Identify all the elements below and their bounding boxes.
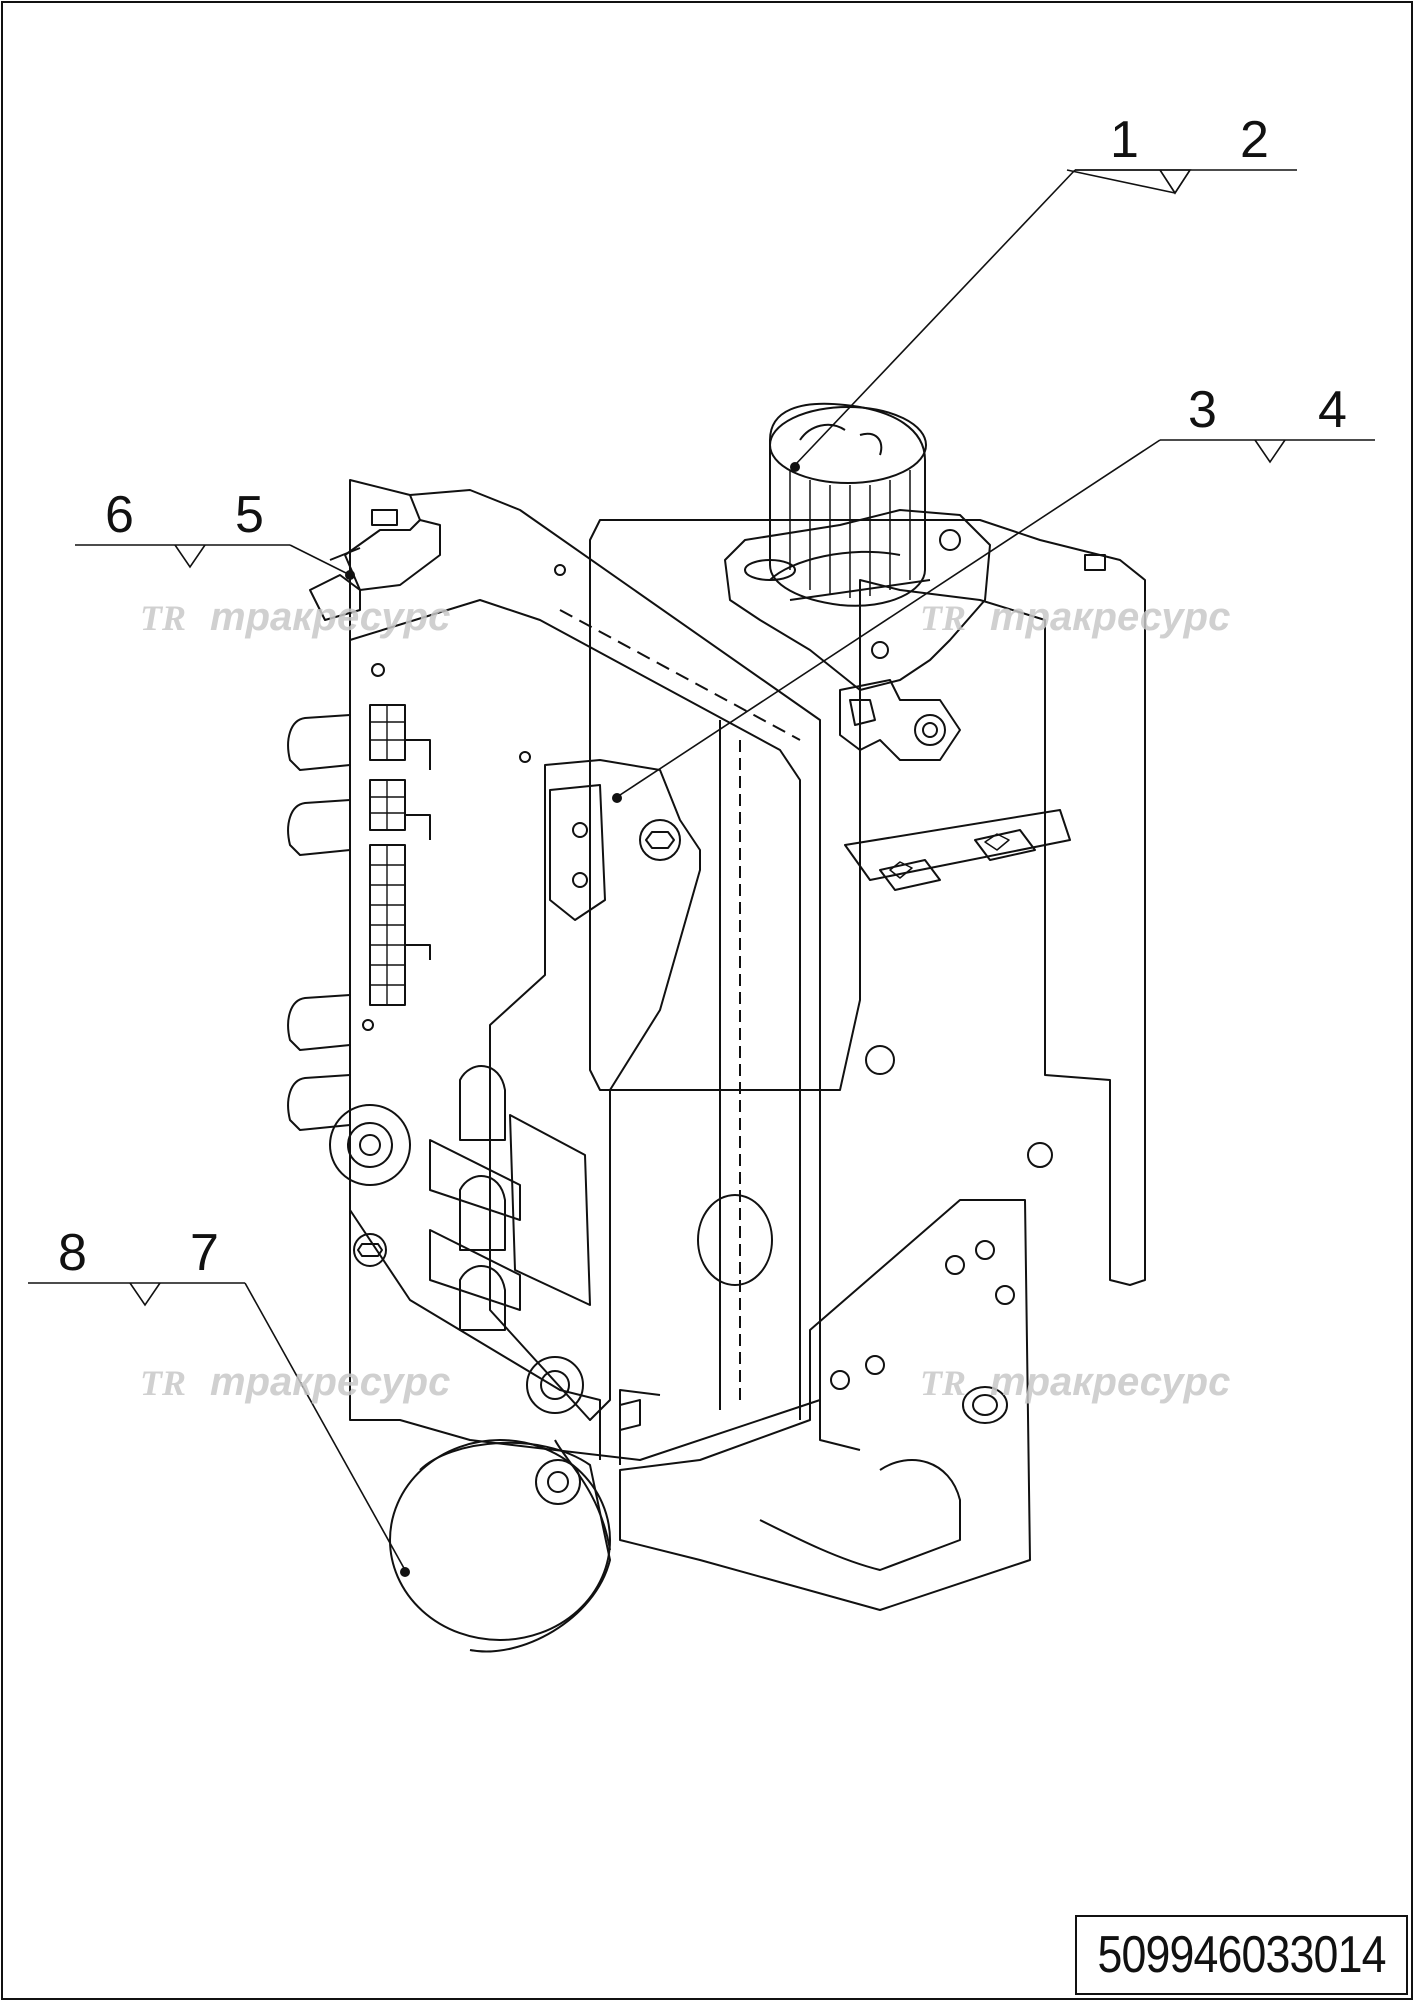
callout-7: 7 [190, 1224, 219, 1282]
watermark-text: тракресурс [990, 595, 1230, 639]
controller-housing [287, 479, 821, 1461]
leader-dots [345, 462, 800, 1577]
watermark-logo: TR [920, 598, 966, 638]
buzzer [389, 1439, 611, 1653]
callout-leaders [28, 169, 1375, 1571]
part-number-box: 509946033014 [1075, 1915, 1408, 1995]
watermark-text: тракресурс [210, 1360, 450, 1404]
watermark-text: тракресурс [210, 595, 450, 639]
watermark-text: тракресурс [990, 1360, 1230, 1404]
assembly-linework [287, 402, 1146, 1653]
callout-2: 2 [1240, 111, 1269, 169]
watermark-logo: TR [140, 1363, 186, 1403]
callout-4: 4 [1318, 381, 1347, 439]
part-number: 509946033014 [1097, 1926, 1386, 1984]
callout-labels: 1 2 3 4 5 6 7 8 [58, 111, 1347, 1282]
callout-5: 5 [235, 486, 264, 544]
mounting-bracket [589, 519, 1146, 1611]
watermarks: TR тракресурс TR тракресурс TR тракресур… [140, 595, 1230, 1404]
callout-3: 3 [1188, 381, 1217, 439]
watermark-logo: TR [920, 1363, 966, 1403]
rotary-switch [724, 402, 991, 761]
callout-1: 1 [1110, 111, 1139, 169]
watermark-logo: TR [140, 598, 186, 638]
callout-8: 8 [58, 1224, 87, 1282]
callout-6: 6 [105, 486, 134, 544]
